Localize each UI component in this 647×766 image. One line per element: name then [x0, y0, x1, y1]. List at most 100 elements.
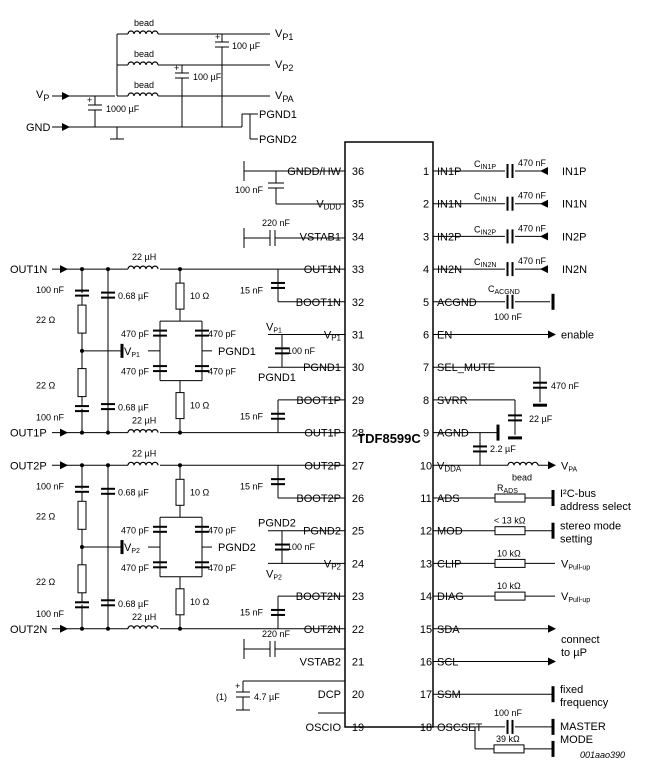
svg-text:+: + — [235, 681, 240, 691]
resistor-label: 22 Ω — [36, 381, 56, 391]
pgnd1-top-label: PGND1 — [259, 109, 297, 121]
pin-number: 21 — [352, 657, 364, 669]
pin-name: BOOT1N — [296, 297, 341, 309]
enable-label: enable — [561, 330, 594, 342]
pin-number: 5 — [423, 297, 429, 309]
cap-label: 470 pF — [121, 563, 150, 573]
resistor-label: 10 Ω — [190, 487, 210, 497]
pin-number: 2 — [423, 199, 429, 211]
pin-name: OUT1P — [304, 428, 341, 440]
bead-label: bead — [134, 18, 154, 28]
pin-name: IN2N — [437, 264, 462, 276]
pin-number: 34 — [352, 231, 364, 243]
pin-number: 1 — [423, 166, 429, 178]
out-label: OUT1N — [10, 264, 47, 276]
pin-number: 26 — [352, 493, 364, 505]
pin-1: IN1P 1 — [423, 166, 462, 178]
pin-name: ACGND — [437, 297, 477, 309]
pin-number: 33 — [352, 264, 364, 276]
svg-text:+: + — [215, 32, 220, 42]
pin-name: SVRR — [437, 395, 468, 407]
vp1-label: VP1 — [275, 28, 293, 42]
input-label: IN2P — [562, 231, 586, 243]
resistor-label: 10 kΩ — [497, 581, 521, 591]
inductor-label: 22 µH — [132, 612, 156, 622]
pin-number: 13 — [420, 558, 432, 570]
gnd-label: GND — [26, 122, 51, 134]
input-label: IN2N — [562, 264, 587, 276]
inductor-label: 22 µH — [132, 252, 156, 262]
pin-name: MOD — [437, 526, 463, 538]
svg-text:220 nF: 220 nF — [262, 218, 291, 228]
pin-number: 25 — [352, 526, 364, 538]
cacgnd-label: CACGND — [488, 284, 520, 296]
pin-11: ADS 11 — [420, 493, 459, 505]
pin-name: DCP — [318, 689, 341, 701]
pin-number: 23 — [352, 591, 364, 603]
cap-label: 470 pF — [121, 329, 150, 339]
pin-number: 10 — [420, 460, 432, 472]
connect-label: connect — [561, 634, 600, 646]
cap-label: 15 nF — [240, 607, 264, 617]
pin-name: SSM — [437, 689, 461, 701]
cap-label: 15 nF — [240, 411, 264, 421]
pin-name: OSCSET — [437, 722, 483, 734]
cap-label: 470 pF — [208, 367, 237, 377]
pin-number: 12 — [420, 526, 432, 538]
pin-number: 27 — [352, 460, 364, 472]
cap-label: 0.68 µF — [118, 403, 149, 413]
cap-label: 470 pF — [208, 525, 237, 535]
cap-label: 100 nF — [494, 312, 523, 322]
pin-number: 31 — [352, 330, 364, 342]
pin-number: 11 — [420, 493, 431, 505]
pgnd-label: PGND2 — [218, 542, 256, 554]
svg-text:4.7 µF: 4.7 µF — [254, 692, 280, 702]
pin-12: MOD 12 — [420, 526, 463, 538]
svg-text:220 nF: 220 nF — [262, 629, 291, 639]
right-pin-group: IN1P1IN1N2IN2P3IN2N4ACGND5EN6SEL_MUTE7SV… — [420, 166, 495, 734]
pin-name: IN1P — [437, 166, 461, 178]
vp-label: VP1 — [124, 346, 140, 359]
cap-label: 470 nF — [518, 158, 547, 168]
resistor-label: 10 Ω — [190, 401, 210, 411]
vp-label: VP — [36, 89, 49, 103]
cap-label: 470 pF — [121, 367, 150, 377]
pin-name: OSCIO — [306, 722, 342, 734]
pin-number: 3 — [423, 231, 429, 243]
cap-label: 0.68 µF — [118, 291, 149, 301]
vp-pin-label: VP2 — [266, 568, 282, 581]
pin-name: ADS — [437, 493, 460, 505]
pin-number: 6 — [423, 330, 429, 342]
cap-label: 470 nF — [551, 381, 580, 391]
pin-number: 8 — [423, 395, 429, 407]
figure-ref: 001aao390 — [580, 750, 625, 760]
master-label: MODE — [560, 734, 593, 746]
cap-label: 0.68 µF — [118, 487, 149, 497]
pin-name: OUT2N — [304, 624, 341, 636]
pgnd2-top-label: PGND2 — [259, 134, 297, 146]
vp-label: VP2 — [124, 542, 140, 555]
out-label: OUT2P — [10, 460, 47, 472]
pin-number: 14 — [420, 591, 432, 603]
pin-number: 15 — [420, 624, 432, 636]
cap-label: 470 pF — [208, 563, 237, 573]
cap-label: 100 nF — [36, 285, 65, 295]
pin-name: EN — [437, 330, 452, 342]
cap-label: 470 nF — [518, 223, 547, 233]
bead-label: bead — [512, 472, 532, 482]
